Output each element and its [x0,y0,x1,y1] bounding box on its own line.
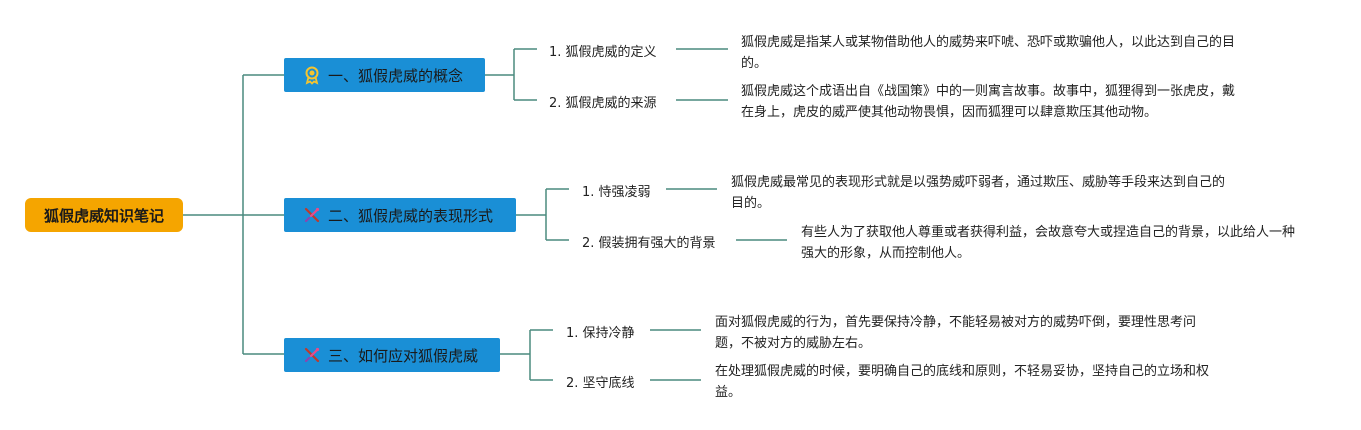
description-origin: 狐假虎威这个成语出自《战国策》中的一则寓言故事。故事中，狐狸得到一张虎皮，戴在身… [741,84,1236,120]
root-label: 狐假虎威知识笔记 [43,206,164,225]
topic-node-response[interactable]: 三、如何应对狐假虎威 [284,338,500,372]
subtopic-label: 1. 狐假虎威的定义 [549,45,657,60]
topic-label: 一、狐假虎威的概念 [328,66,464,85]
description-stay-calm: 面对狐假虎威的行为，首先要保持冷静，不能轻易被对方的威势吓倒，要理性思考问题，不… [715,315,1197,351]
topic-node-concept[interactable]: 一、狐假虎威的概念 [284,58,485,92]
subtopic-label: 1. 保持冷静 [566,326,635,341]
root-node[interactable]: 狐假虎威知识笔记 [25,198,183,232]
crossed-tools-icon [302,205,322,225]
description-bullying: 狐假虎威最常见的表现形式就是以强势威吓弱者，通过欺压、威胁等手段来达到自己的目的… [731,175,1226,211]
topic-label: 二、狐假虎威的表现形式 [328,206,494,225]
description-fake-background: 有些人为了获取他人尊重或者获得利益，会故意夸大或捏造自己的背景，以此给人一种强大… [801,225,1296,261]
subtopic-label: 1. 恃强凌弱 [582,185,651,200]
subtopic-bullying[interactable]: 1. 恃强凌弱 [582,181,651,200]
subtopic-label: 2. 坚守底线 [566,376,635,391]
subtopic-hold-bottom-line[interactable]: 2. 坚守底线 [566,372,635,391]
subtopic-definition[interactable]: 1. 狐假虎威的定义 [549,41,657,60]
subtopic-label: 2. 假装拥有强大的背景 [582,236,716,251]
crossed-tools-icon [302,345,322,365]
description-definition: 狐假虎威是指某人或某物借助他人的威势来吓唬、恐吓或欺骗他人，以此达到自己的目的。 [741,35,1236,71]
subtopic-stay-calm[interactable]: 1. 保持冷静 [566,322,635,341]
subtopic-origin[interactable]: 2. 狐假虎威的来源 [549,92,657,111]
topic-node-forms[interactable]: 二、狐假虎威的表现形式 [284,198,516,232]
subtopic-fake-background[interactable]: 2. 假装拥有强大的背景 [582,232,716,251]
subtopic-label: 2. 狐假虎威的来源 [549,96,657,111]
description-hold-bottom-line: 在处理狐假虎威的时候，要明确自己的底线和原则，不轻易妥协，坚持自己的立场和权益。 [715,364,1210,400]
topic-label: 三、如何应对狐假虎威 [328,346,479,365]
ribbon-award-icon [302,65,322,85]
